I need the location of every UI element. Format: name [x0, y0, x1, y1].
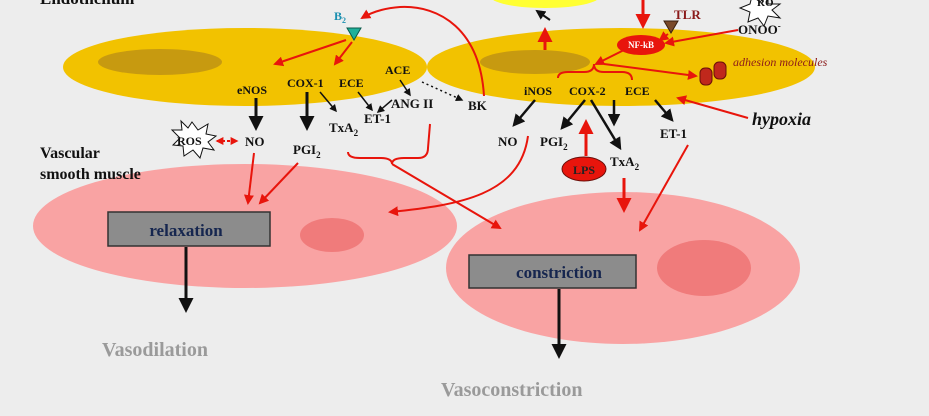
ros-left-label: ROS: [177, 134, 202, 148]
no-left-label: NO: [245, 134, 265, 149]
relaxation-box: [107, 211, 271, 247]
arrow-hypoxia-to-ece: [676, 95, 749, 119]
lps-label: LPS: [573, 163, 595, 177]
hypoxia-label: hypoxia: [752, 109, 811, 129]
top-yellow-shape: [493, 0, 597, 8]
brace-left: [347, 123, 431, 165]
b2-receptor-icon: [346, 27, 362, 41]
b2-receptor-label: B2: [334, 9, 346, 25]
enos-label: eNOS: [237, 83, 267, 97]
et1-right-label: ET-1: [660, 126, 687, 141]
arrow-tlr-to-nfkb: [658, 31, 670, 42]
arrow-top-black-up: [535, 9, 551, 21]
adhesion-molecule-icon-b: [713, 61, 727, 80]
vascular-smooth-muscle-label: Vascular smooth muscle: [40, 145, 141, 183]
arrow-pgi2-to-relaxation: [258, 162, 299, 205]
arrow-ece-right-to-et1: [654, 99, 674, 122]
ece-right-label: ECE: [625, 84, 650, 98]
constriction-label: constriction: [516, 263, 602, 282]
arrow-cox2-to-pgi2: [560, 99, 586, 130]
smooth-muscle-nucleus-right: [657, 240, 751, 296]
smooth-muscle-nucleus-left: [300, 218, 364, 252]
arrow-cox2-to-txa2: [589, 99, 622, 151]
ece-left-label: ECE: [339, 76, 364, 90]
arrow-nfkb-to-brace: [594, 49, 625, 65]
tlr-receptor-icon: [663, 20, 679, 34]
endothelial-cell-left: [63, 28, 427, 106]
arrow-ece-to-et1: [357, 91, 373, 112]
bk-label: BK: [468, 98, 488, 113]
ace-label: ACE: [385, 63, 410, 77]
ros-right-starburst-icon: [738, 0, 782, 28]
no-right-label: NO: [498, 134, 518, 149]
lps-oval: [561, 156, 607, 182]
et1-left-label: ET-1: [364, 111, 391, 126]
arrow-ace-to-bk: [421, 81, 464, 101]
cox1-label: COX-1: [287, 76, 324, 90]
cox2-label: COX-2: [569, 84, 606, 98]
arrow-cox1-to-txa2: [319, 91, 337, 113]
txa2-left-label: TxA2: [329, 120, 359, 138]
pgi2-right-label: PGI2: [540, 134, 568, 152]
arrow-nfkb-to-adhesion: [603, 63, 698, 80]
ros-left-starburst-icon: [170, 119, 218, 160]
tlr-label: TLR: [674, 7, 701, 22]
inos-label: iNOS: [524, 84, 552, 98]
vasoconstriction-label: Vasoconstriction: [441, 379, 582, 401]
nfkb-oval: [617, 35, 665, 55]
vasodilation-label: Vasodilation: [102, 339, 208, 361]
relaxation-label: relaxation: [149, 221, 223, 240]
endothelium-label: Endothelium: [40, 0, 134, 8]
pgi2-left-label: PGI2: [293, 142, 321, 160]
arrow-inos-to-no: [512, 99, 536, 127]
ros-right-label: RO: [757, 0, 774, 9]
arrow-no-right-to-relaxation: [388, 135, 529, 217]
nfkb-label: NF-kB: [628, 40, 654, 50]
arrow-angii-to-et1: [376, 99, 393, 113]
arrow-bk-to-b2: [360, 5, 485, 97]
adhesion-molecules-label: adhesion molecules: [733, 55, 828, 69]
red-arrows: [215, 0, 749, 232]
constriction-box: [468, 254, 637, 289]
arrow-b2-to-enos: [273, 39, 347, 67]
onoo-label: ONOO-: [738, 21, 781, 37]
endothelial-nucleus-left: [98, 49, 222, 75]
arrow-ace-to-angii: [399, 79, 411, 97]
arrow-no-to-relaxation: [243, 152, 255, 205]
black-arrows: [178, 79, 674, 359]
adhesion-molecule-icon-a: [699, 67, 713, 86]
arrow-onoo-to-nfkb: [664, 29, 739, 47]
txa2-right-label: TxA2: [610, 154, 640, 172]
ang2-label: ANG II: [391, 96, 433, 111]
brace-right: [557, 63, 633, 81]
arrow-brace-to-constriction: [391, 163, 502, 230]
endothelial-nucleus-right: [480, 50, 590, 74]
arrow-b2-to-cox1: [333, 41, 353, 66]
arrow-et1-right-to-constriction: [639, 144, 689, 232]
